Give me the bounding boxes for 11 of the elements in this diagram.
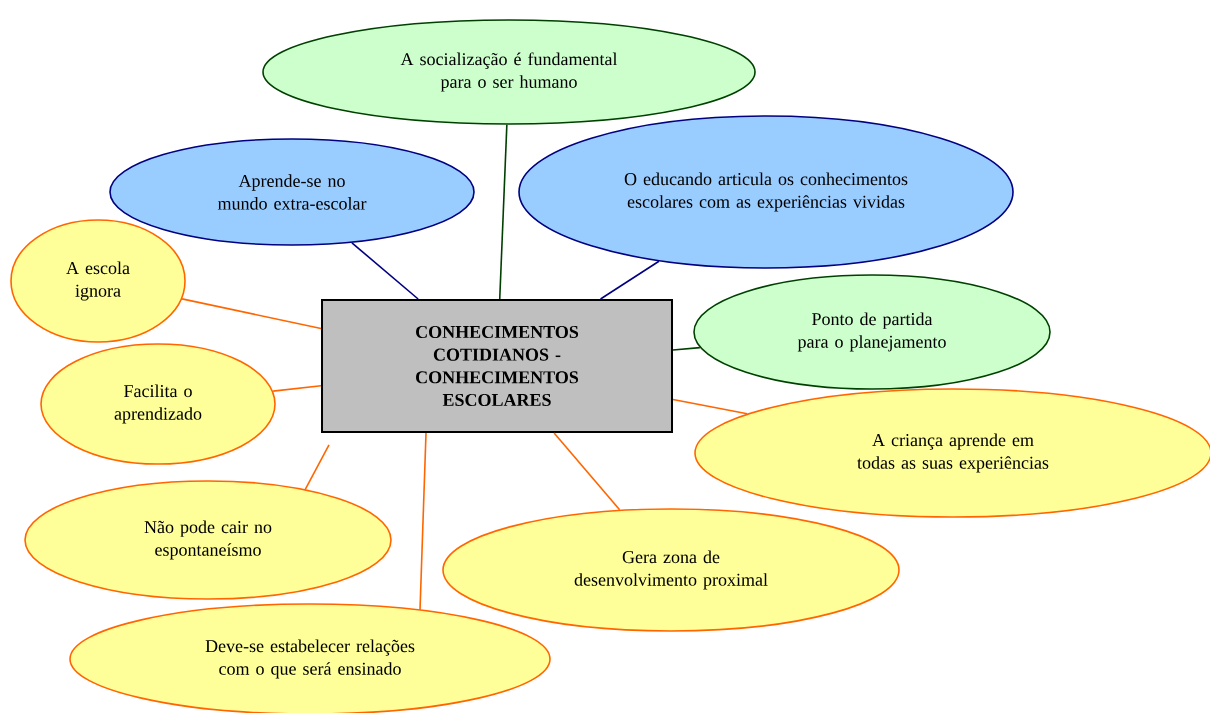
connector-line <box>419 432 427 611</box>
connector-line <box>599 260 660 300</box>
connector-line <box>351 242 419 300</box>
connector-line <box>304 444 330 491</box>
connector-line <box>672 398 748 415</box>
connector-line <box>553 432 621 511</box>
connector-line <box>181 298 322 330</box>
connector-line <box>672 346 701 351</box>
connector-line <box>498 124 508 300</box>
connector-line <box>272 384 322 392</box>
title-box: CONHECIMENTOS COTIDIANOS - CONHECIMENTOS ESCOLARES <box>321 299 673 433</box>
